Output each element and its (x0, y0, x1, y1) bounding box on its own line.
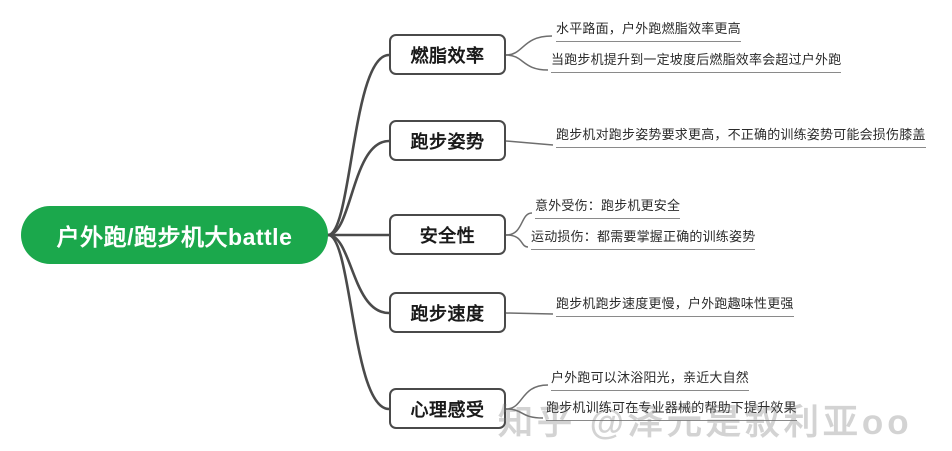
connector-root-to-branch-3 (326, 233, 391, 315)
connector-root-to-branch-4 (326, 233, 391, 411)
connector-root-to-branch-0 (326, 53, 391, 237)
branch-node-an-quan-xing[interactable]: 安全性 (389, 214, 506, 255)
branch-node-label: 跑步姿势 (410, 131, 485, 152)
branch-node-label: 安全性 (419, 225, 476, 246)
connector-branch-0-leaf-0 (505, 35, 553, 56)
connector-branch-4-leaf-1 (505, 408, 544, 419)
leaf-node-text[interactable]: 户外跑可以沐浴阳光，亲近大自然 (551, 370, 750, 391)
branch-node-pao-bu-su-du[interactable]: 跑步速度 (389, 292, 506, 333)
leaf-node-text[interactable]: 当跑步机提升到一定坡度后燃脂效率会超过户外跑 (551, 52, 842, 73)
leaf-node-text[interactable]: 运动损伤：都需要掌握正确的训练姿势 (531, 229, 756, 250)
branch-node-ran-zhi-xiao-lv[interactable]: 燃脂效率 (389, 34, 506, 75)
branch-node-pao-bu-zi-shi[interactable]: 跑步姿势 (389, 120, 506, 161)
connector-branch-0-leaf-1 (505, 54, 549, 71)
leaf-node-text[interactable]: 水平路面，户外跑燃脂效率更高 (556, 21, 741, 42)
leaf-node-text[interactable]: 跑步机跑步速度更慢，户外跑趣味性更强 (556, 296, 794, 317)
connector-branch-2-leaf-0 (505, 212, 533, 236)
connector-branch-4-leaf-0 (505, 384, 549, 410)
branch-node-label: 心理感受 (410, 399, 485, 420)
branch-node-label: 燃脂效率 (410, 45, 485, 66)
connector-branch-3-leaf-0 (505, 312, 554, 315)
branch-node-label: 跑步速度 (410, 303, 485, 324)
leaf-node-text[interactable]: 跑步机对跑步姿势要求更高，不正确的训练姿势可能会损伤膝盖 (556, 127, 926, 148)
root-node[interactable]: 户外跑/跑步机大battle (21, 206, 328, 264)
branch-node-xin-li-gan-shou[interactable]: 心理感受 (389, 388, 506, 429)
connector-branch-2-leaf-1 (505, 234, 529, 248)
connector-branch-1-leaf-0 (505, 140, 554, 146)
connector-root-to-branch-1 (326, 139, 391, 237)
leaf-node-text[interactable]: 跑步机训练可在专业器械的帮助下提升效果 (546, 400, 797, 421)
leaf-node-text[interactable]: 意外受伤：跑步机更安全 (535, 198, 681, 219)
root-node-label: 户外跑/跑步机大battle (56, 224, 293, 250)
